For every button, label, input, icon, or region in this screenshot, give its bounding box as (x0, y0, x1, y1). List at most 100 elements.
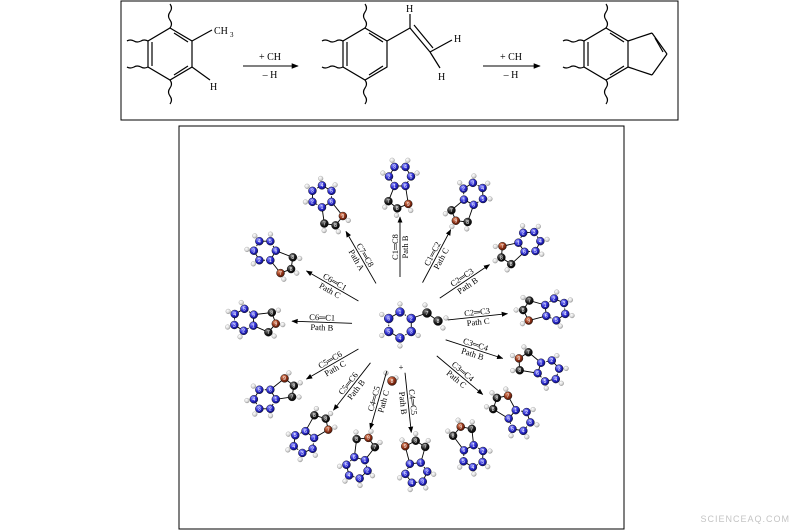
ring-carbon-number: 6 (330, 200, 333, 206)
hydrogen-atom (405, 157, 411, 163)
chain-carbon (411, 436, 420, 445)
chain-carbon-number: 9 (341, 214, 344, 220)
ring-carbon-number: 2 (388, 174, 391, 180)
ring-carbon-number: 2 (242, 329, 245, 335)
ring-carbon (289, 441, 298, 451)
hydrogen-atom (487, 448, 493, 454)
hydrogen-atom (332, 182, 338, 188)
chain-carbon (467, 424, 477, 434)
ring-carbon-number: 2 (269, 407, 272, 413)
ring-carbon-number: 3 (410, 329, 413, 335)
hydrogen-atom (485, 464, 491, 470)
hydrogen-atom (534, 422, 540, 428)
step1-remove: – H (262, 70, 278, 81)
ring-carbon (520, 247, 529, 257)
ring-carbon-number: 1 (544, 303, 547, 309)
chain-carbon (518, 305, 528, 315)
hydrogen-atom (238, 300, 244, 306)
chain-carbon-number: 7 (470, 427, 473, 433)
chain-carbon-number: 8 (291, 255, 294, 261)
chain-carbon-number: 9 (367, 436, 370, 442)
ring-carbon (239, 326, 248, 336)
ring-carbon-number: 2 (525, 410, 528, 416)
hydrogen-atom (252, 233, 258, 239)
ring-carbon-number: 1 (252, 323, 255, 329)
styrene-structure (321, 3, 453, 105)
hydrogen-atom (422, 302, 428, 308)
chain-carbon-number: 8 (324, 416, 327, 422)
ring-carbon (308, 186, 317, 196)
hydrogen-atom (513, 307, 519, 313)
ring-carbon-number: 4 (481, 186, 484, 192)
ring-carbon (468, 178, 478, 188)
watermark: SCIENCEAQ.COM (700, 514, 790, 524)
chain-carbon (421, 442, 430, 452)
hydrogen-atom (379, 332, 385, 339)
ring-carbon-number: 6 (472, 203, 475, 209)
ring-carbon-number: 1 (517, 240, 520, 246)
ring-carbon (559, 298, 569, 308)
hydrogen-atom (539, 251, 545, 257)
hydrogen-atom (244, 398, 250, 404)
ring-carbon-number: 4 (564, 312, 567, 318)
chain-carbon (280, 374, 289, 383)
hydrogen-atom (380, 170, 386, 176)
hydrogen-atom (440, 325, 446, 331)
arrow-line (445, 339, 504, 360)
chain-carbon (276, 268, 285, 278)
hydrogen-atom (281, 276, 287, 282)
arrow-line (345, 230, 377, 284)
path-label: Path B (397, 391, 409, 415)
ring-carbon (350, 452, 359, 462)
hydrogen-atom (443, 315, 449, 321)
hydrogen-atom (389, 157, 395, 163)
hydrogen-atom (519, 321, 526, 327)
chain-carbon-number: 7 (279, 271, 282, 277)
ring-carbon (401, 181, 410, 191)
chain-carbon-number: 7 (323, 221, 326, 227)
ring-carbon (469, 440, 478, 450)
ring-carbon (549, 294, 559, 303)
ring-carbon (469, 200, 478, 210)
chain-carbon (288, 253, 297, 262)
ring-carbon (459, 184, 468, 193)
ring-carbon-number: 5 (387, 329, 390, 335)
ring-carbon (255, 256, 264, 265)
ring-carbon (271, 395, 281, 404)
hydrogen-atom (397, 343, 403, 349)
ring-carbon-number: 2 (426, 469, 429, 475)
ring-carbon-number: 5 (330, 189, 333, 195)
arrow-line (291, 318, 353, 324)
ring-carbon-number: 3 (529, 420, 532, 426)
arrow-line (305, 348, 359, 380)
hydrogen-atom (449, 223, 455, 230)
step1-add: + CH (259, 52, 281, 63)
ring-carbon (298, 448, 307, 458)
arrow-line (439, 264, 491, 299)
hydrogen-atom (297, 457, 303, 463)
hydrogen-atom (544, 236, 550, 242)
chain-carbon-number: 7 (507, 394, 510, 400)
ring-carbon-number: 4 (471, 465, 474, 471)
ring-carbon-number: 6 (507, 416, 510, 422)
hydrogen-atom (520, 223, 526, 229)
ring-carbon-number: 4 (522, 429, 525, 435)
indene-structure (562, 3, 668, 105)
hydrogen-atom (563, 365, 569, 371)
ring-carbon (384, 313, 394, 324)
arrow-line (436, 355, 484, 395)
hydrogen-atom (471, 471, 477, 477)
ring-carbon (478, 183, 487, 193)
step2-add: + CH (500, 52, 522, 63)
ring-carbon (542, 311, 551, 321)
chain-carbon-number: 8 (522, 308, 525, 314)
ring-carbon-number: 5 (534, 249, 537, 255)
